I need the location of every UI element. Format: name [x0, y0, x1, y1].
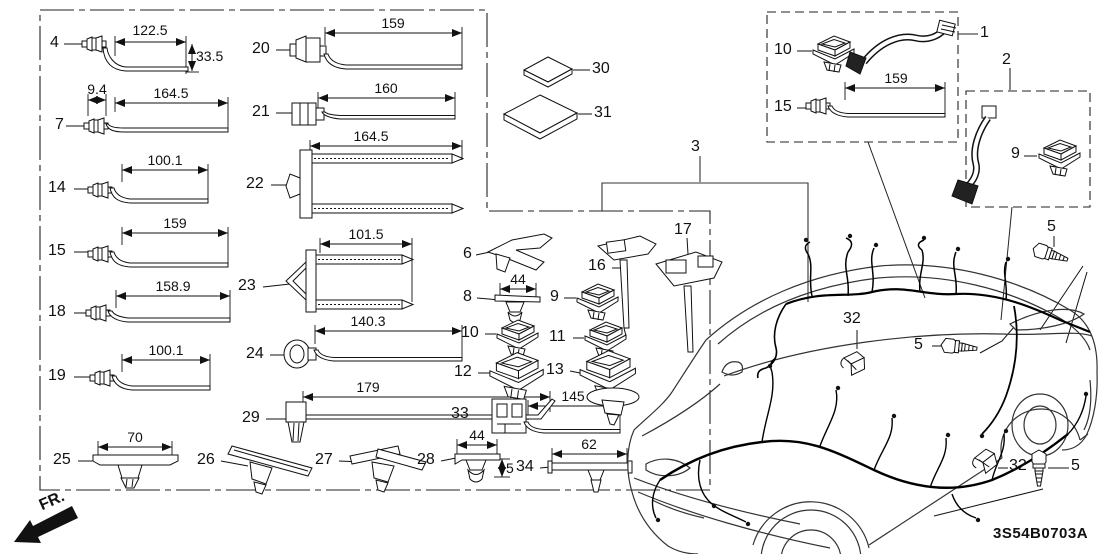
dim-28-width: 44	[469, 427, 485, 443]
part-label-12: 12	[454, 363, 472, 380]
part-label-18: 18	[48, 303, 66, 320]
part-label-32-bottom: 32	[1009, 457, 1027, 474]
part-4-tape	[103, 48, 188, 71]
car-outline	[628, 265, 1097, 554]
part-label-5-bottom: 5	[1071, 457, 1080, 474]
part-label-13: 13	[546, 361, 564, 378]
part-label-33: 33	[451, 405, 469, 422]
part-label-29: 29	[242, 409, 260, 426]
group-label-3: 3	[691, 138, 700, 155]
bolt-5-middle	[939, 337, 979, 357]
part-glyphs-cluster	[488, 57, 722, 492]
dim-7-width: 164.5	[153, 85, 189, 101]
harness-connector-dots	[655, 233, 1089, 527]
part-18-tape	[108, 311, 230, 322]
part-33-tape	[524, 422, 620, 433]
part-label-4: 4	[50, 34, 59, 51]
part-label-10: 10	[461, 324, 479, 341]
part-20-tape	[324, 54, 462, 69]
part-19-tape	[112, 376, 210, 390]
dim-25-width: 70	[127, 429, 143, 445]
part-label-22: 22	[246, 175, 264, 192]
part-29-tape	[306, 399, 555, 419]
part-label-17: 17	[674, 221, 692, 238]
group-label-2: 2	[1002, 51, 1011, 68]
part-label-25: 25	[53, 451, 71, 468]
part-label-9: 9	[550, 288, 559, 305]
part-label-5-top: 5	[1047, 218, 1056, 235]
box1-part-label-10: 10	[774, 41, 792, 58]
dim-28-height: 5	[506, 460, 514, 476]
part-label-7: 7	[55, 116, 64, 133]
part-21-tape	[322, 112, 455, 119]
part-label-24: 24	[246, 345, 264, 362]
part-label-27: 27	[315, 451, 333, 468]
front-direction-arrow	[14, 506, 78, 543]
dim-24-width: 140.3	[350, 313, 386, 329]
clip-32-bottom	[971, 447, 999, 475]
part-15-tape	[110, 252, 228, 267]
dim-box1-15-width: 159	[884, 70, 908, 86]
part-label-34: 34	[516, 458, 534, 475]
part-label-20: 20	[252, 40, 270, 57]
dim-18-width: 158.9	[155, 278, 191, 294]
box2-part-label-9: 9	[1011, 145, 1020, 162]
part-label-31: 31	[594, 104, 612, 121]
part-6-bracket	[488, 234, 552, 270]
part-label-23: 23	[238, 277, 256, 294]
harness-box-2	[966, 68, 1090, 320]
parts-boundary-box	[40, 10, 710, 490]
dim-29-width: 179	[356, 379, 380, 395]
part-label-14: 14	[48, 179, 66, 196]
label-leaders	[64, 44, 1087, 516]
bolt-5-top	[1030, 241, 1071, 267]
part-24-tape	[314, 350, 462, 361]
dim-21-width: 160	[374, 80, 398, 96]
box1-contents	[805, 20, 956, 117]
wire-harness	[653, 233, 1090, 527]
part-label-8: 8	[463, 288, 472, 305]
part-label-16: 16	[588, 257, 606, 274]
dim-33-width: 145	[561, 388, 585, 404]
group-label-1: 1	[980, 24, 989, 41]
part-7-tape	[106, 124, 228, 132]
part-31-pad	[504, 95, 577, 133]
dim-23-width: 101.5	[348, 226, 384, 242]
part-label-15: 15	[48, 242, 66, 259]
harness-box-1	[767, 12, 978, 298]
part-label-28: 28	[417, 451, 435, 468]
part-16-head	[598, 236, 656, 260]
part-label-32-middle: 32	[843, 310, 861, 327]
part-label-30: 30	[592, 60, 610, 77]
box1-15-tape	[828, 106, 945, 117]
diagram-part-code: 3S54B0703A	[993, 525, 1089, 542]
dim-4-height: 33.5	[196, 48, 224, 64]
part-glyphs-left	[81, 35, 230, 488]
part-label-11: 11	[549, 328, 566, 345]
part-label-19: 19	[48, 367, 66, 384]
box2-contents	[952, 106, 1081, 204]
dim-34-width: 62	[581, 436, 597, 452]
clip-32-middle	[838, 349, 868, 378]
box1-part-label-15: 15	[774, 98, 792, 115]
dim-4-width: 122.5	[132, 22, 168, 38]
dim-19-width: 100.1	[148, 342, 184, 358]
dim-8-width: 44	[510, 271, 526, 287]
part-14-tape	[110, 188, 208, 203]
dim-22-width: 164.5	[353, 128, 389, 144]
part-label-6: 6	[463, 245, 472, 262]
part-glyphs-mid	[228, 36, 555, 494]
part-label-26: 26	[197, 451, 215, 468]
part-25-bar	[93, 455, 178, 465]
bolt-5-bottom	[1031, 449, 1047, 487]
part-label-21: 21	[252, 103, 270, 120]
dim-7-offset: 9.4	[87, 81, 107, 97]
dim-14-width: 100.1	[147, 152, 183, 168]
dim-20-width: 159	[381, 15, 405, 31]
dim-15-width: 159	[163, 215, 187, 231]
part-label-5-middle: 5	[914, 336, 923, 353]
